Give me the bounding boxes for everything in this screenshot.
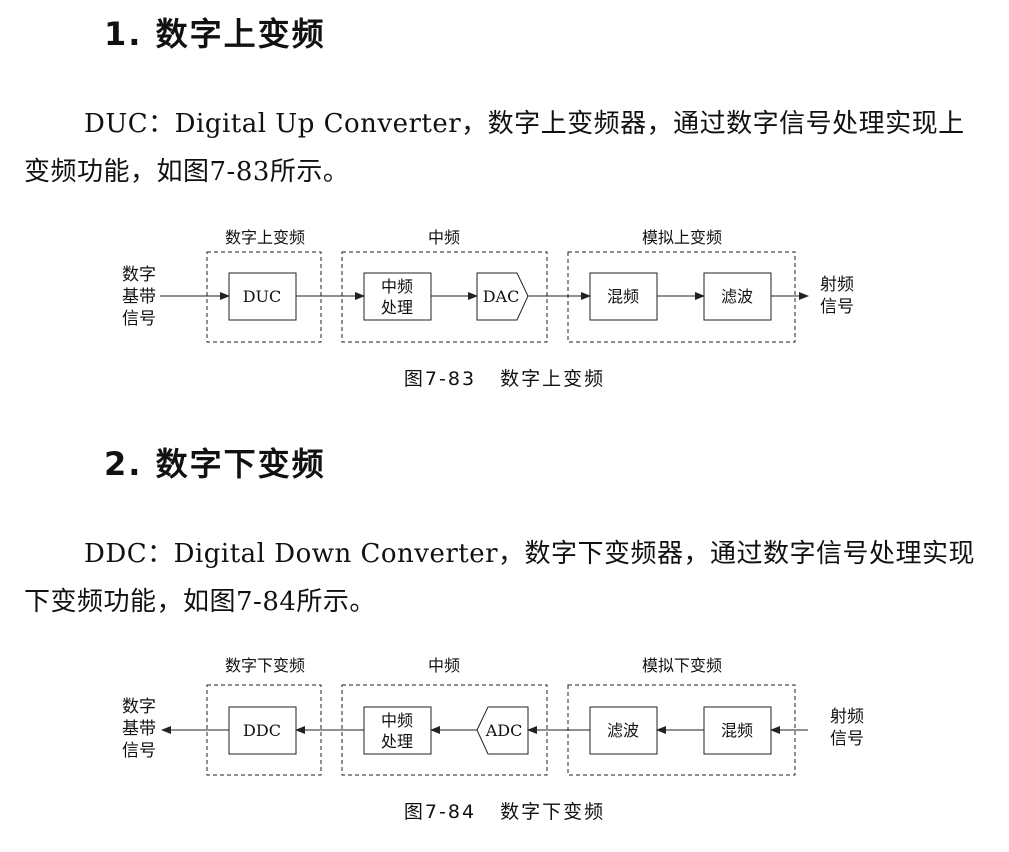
mixer-block-label: 混频 [721, 721, 753, 740]
section-1-paragraph: DUC：Digital Up Converter，数字上变频器，通过数字信号处理… [24, 109, 965, 187]
figure-7-84-ddc-diagram: 数字下变频 中频 模拟下变频 数字 基带 信号 DDC 中频 处理 ADC 滤波… [110, 652, 810, 782]
ddc-block-label: DDC [243, 721, 281, 740]
input-label-line: 信号 [122, 309, 156, 329]
section-2-paragraph: DDC：Digital Down Converter，数字下变频器，通过数字信号… [24, 539, 976, 617]
if-processing-block [363, 272, 432, 321]
group-label-analog-down: 模拟下变频 [642, 656, 722, 675]
filter-block [703, 272, 772, 321]
filter-block [589, 706, 658, 755]
filter-block-label: 滤波 [607, 721, 639, 740]
filter-block-label: 滤波 [721, 287, 753, 306]
dac-block [476, 272, 529, 321]
if-processing-label-line: 处理 [381, 732, 413, 751]
output-label-line: 数字 [122, 697, 156, 717]
section-1-heading: 1. 数字上变频 [104, 15, 326, 53]
adc-block-label: ADC [485, 721, 523, 740]
group-box-digital-up [206, 251, 322, 343]
section-2-heading: 2. 数字下变频 [104, 445, 326, 483]
output-label-line: 信号 [820, 297, 854, 317]
dac-block-label: DAC [483, 287, 520, 306]
if-processing-label-line: 处理 [381, 298, 413, 317]
output-label-line: 信号 [122, 741, 156, 761]
input-label-line: 信号 [830, 729, 864, 749]
group-label-analog-up: 模拟上变频 [642, 228, 722, 247]
duc-block-label: DUC [243, 287, 282, 306]
mixer-block [703, 706, 772, 755]
figure-7-83-output-label: 射频 信号 [820, 274, 854, 318]
input-label-line: 基带 [122, 287, 156, 307]
group-label-if: 中频 [428, 228, 460, 247]
input-label-line: 数字 [122, 265, 156, 285]
ddc-block [228, 706, 297, 755]
group-box-digital-down [206, 684, 322, 776]
if-processing-label-line: 中频 [381, 277, 413, 296]
figure-7-83-caption: 图7-83 数字上变频 [403, 368, 606, 390]
output-label-line: 射频 [820, 275, 854, 295]
group-label-if: 中频 [428, 656, 460, 675]
group-label-digital-up: 数字上变频 [225, 228, 305, 247]
group-label-digital-down: 数字下变频 [225, 656, 305, 675]
figure-7-83-duc-diagram: 数字上变频 中频 模拟上变频 数字 基带 信号 DUC 中频 处理 DAC 混频… [110, 222, 810, 352]
figure-7-84-input-label: 射频 信号 [830, 706, 864, 750]
if-processing-label-line: 中频 [381, 711, 413, 730]
group-box-analog-up [567, 251, 796, 343]
if-processing-block [363, 706, 432, 755]
output-label-line: 基带 [122, 719, 156, 739]
figure-7-84-caption: 图7-84 数字下变频 [403, 801, 606, 823]
input-label-line: 射频 [830, 707, 864, 727]
mixer-block-label: 混频 [607, 287, 639, 306]
